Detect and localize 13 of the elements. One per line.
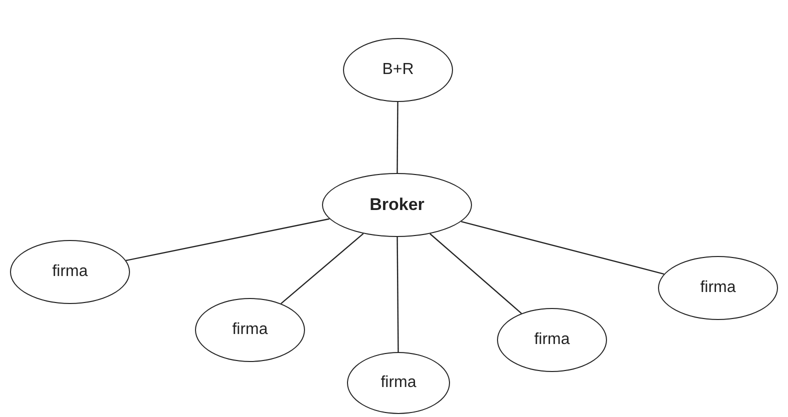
connector-line: [396, 102, 398, 173]
node-label: Broker: [370, 195, 424, 215]
node-label: firma: [700, 279, 736, 297]
node-label: B+R: [382, 61, 414, 79]
node-label: firma: [534, 331, 570, 349]
connector-line: [461, 221, 664, 275]
connector-line: [430, 233, 522, 314]
connector-line: [396, 237, 399, 352]
connector-line: [126, 218, 330, 262]
connector-line: [280, 233, 364, 304]
node-label: firma: [232, 321, 268, 339]
node-label: firma: [380, 374, 416, 392]
node-label: firma: [52, 263, 88, 281]
